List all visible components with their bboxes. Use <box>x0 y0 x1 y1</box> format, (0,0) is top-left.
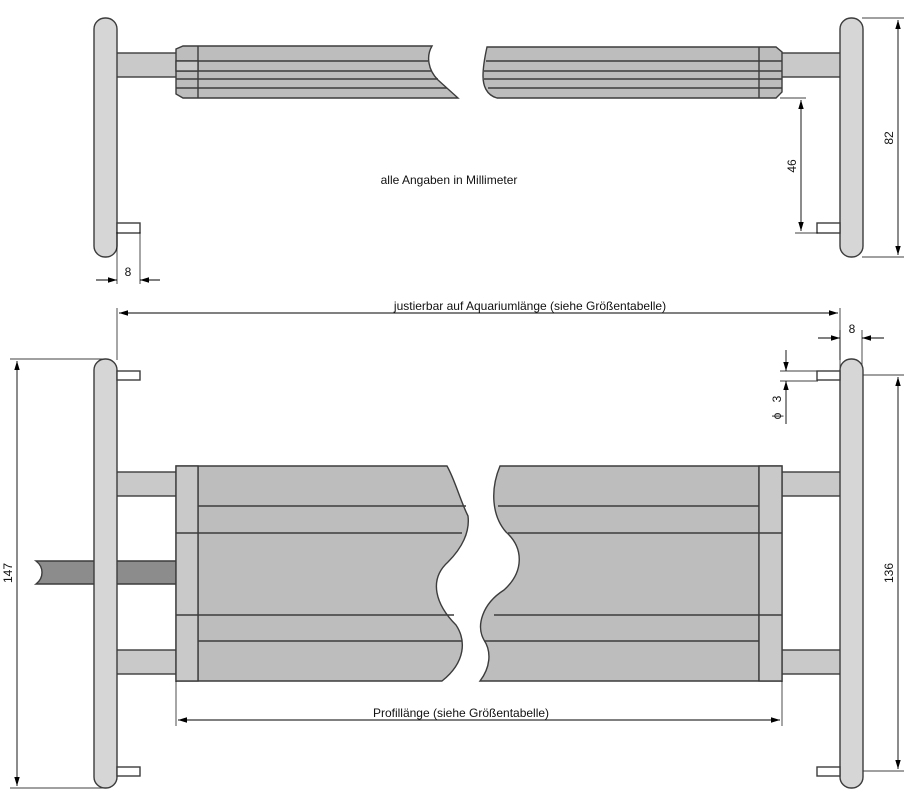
dim-adjustable-length: justierbar auf Aquariumlänge (siehe Größ… <box>393 299 666 313</box>
front-right-profile <box>478 465 783 682</box>
front-lower-left-rod <box>115 649 179 675</box>
top-view: 8 46 82 alle Angaben in Millimeter <box>93 17 904 284</box>
front-upper-left-rod <box>115 471 179 497</box>
top-right-rod <box>779 52 843 78</box>
front-bottom-right-pin <box>816 766 841 777</box>
top-right-pin <box>816 222 841 234</box>
front-bottom-left-pin <box>116 766 141 777</box>
top-left-profile <box>175 45 460 99</box>
dim-profile-length: Profillänge (siehe Größentabelle) <box>373 706 549 720</box>
top-left-handle <box>93 17 118 258</box>
top-right-handle <box>839 17 864 258</box>
units-note: alle Angaben in Millimeter <box>381 173 518 187</box>
front-view: justierbar auf Aquariumlänge (siehe Größ… <box>1 299 904 789</box>
front-left-profile <box>175 465 469 682</box>
front-top-left-pin <box>116 370 141 381</box>
front-top-right-pin <box>816 370 841 381</box>
top-left-pin <box>116 222 141 234</box>
dim-top-offset: 8 <box>125 265 132 279</box>
dim-front-height-right: 136 <box>882 563 896 583</box>
top-right-profile <box>482 46 783 99</box>
front-upper-right-rod <box>779 471 843 497</box>
front-left-handle <box>93 358 118 789</box>
dim-top-height-outer: 82 <box>882 131 896 145</box>
dim-diameter-value: 3 <box>770 395 784 402</box>
top-left-rod <box>115 52 179 78</box>
dim-front-height-left: 147 <box>1 563 15 583</box>
dim-top-height-inner: 46 <box>785 159 799 173</box>
dim-diameter-symbol: ϕ <box>770 412 784 419</box>
front-lower-right-rod <box>779 649 843 675</box>
front-right-handle <box>839 358 864 789</box>
dim-front-offset: 8 <box>849 322 856 336</box>
